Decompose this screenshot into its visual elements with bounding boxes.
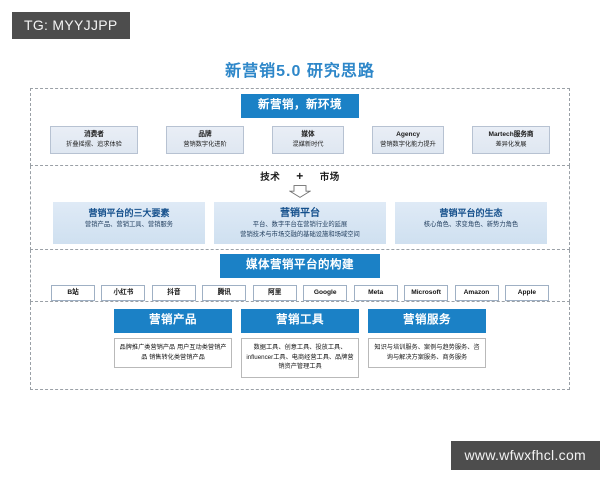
bottom-watermark-url: www.wfwxfhcl.com bbox=[450, 441, 600, 470]
chip-xiaohongshu[interactable]: 小红书 bbox=[101, 285, 146, 301]
panel-right-sub1: 核心角色、求变角色、新势力角色 bbox=[423, 221, 519, 228]
chip-tencent[interactable]: 腾讯 bbox=[202, 285, 247, 301]
band4-detail-row: 品牌推广类营销产品 用户互动类营销产品 销售转化类营销产品 数据工具、创意工具、… bbox=[31, 338, 569, 378]
panel-left-title: 营销平台的三大要素 bbox=[88, 208, 170, 218]
card-consumer-title: 消费者 bbox=[84, 131, 104, 138]
card-consumer: 消费者 折叠摇摆、追求体验 bbox=[50, 126, 138, 154]
band-products-tools-services: 营销产品 营销工具 营销服务 品牌推广类营销产品 用户互动类营销产品 销售转化类… bbox=[30, 302, 570, 390]
chip-google[interactable]: Google bbox=[303, 285, 348, 301]
card-martech-sub: 差异化发展 bbox=[495, 140, 527, 148]
band4-header-products: 营销产品 bbox=[114, 309, 232, 333]
band-marketing-platform: 技术 + 市场 营销平台的三大要素 营销产品、营销工具、营销服务 营销平台 平台、数… bbox=[30, 166, 570, 250]
chip-amazon[interactable]: Amazon bbox=[454, 285, 499, 301]
band1-card-row: 消费者 折叠摇摆、追求体验 品牌 营销数字化进阶 媒体 混媒新时代 Agency… bbox=[31, 126, 569, 154]
market-label: 市场 bbox=[319, 172, 340, 183]
band3-header: 媒体营销平台的构建 bbox=[220, 254, 380, 278]
platform-chip-row: B站 小红书 抖音 腾讯 阿里 Google Meta Microsoft Am… bbox=[31, 285, 569, 301]
chip-douyin[interactable]: 抖音 bbox=[151, 285, 196, 301]
platform-panel-row: 营销平台的三大要素 营销产品、营销工具、营销服务 营销平台 平台、数字平台在营销… bbox=[31, 202, 569, 244]
page-title: 新营销5.0 研究思路 bbox=[225, 63, 375, 80]
chip-apple[interactable]: Apple bbox=[504, 285, 549, 301]
card-brand-sub: 营销数字化进阶 bbox=[183, 140, 227, 148]
down-arrow-outline-icon bbox=[288, 185, 312, 198]
panel-platform-ecosystem: 营销平台的生态 核心角色、求变角色、新势力角色 bbox=[395, 202, 547, 244]
detail-tools: 数据工具、创意工具、投放工具、influencer工具、电商经营工具、品牌营销资… bbox=[241, 338, 359, 378]
card-agency-sub: 营销数字化能力提升 bbox=[380, 140, 436, 148]
card-media-sub: 混媒新时代 bbox=[292, 140, 324, 148]
panel-marketing-platform: 营销平台 平台、数字平台在营销行业的延展 营销技术与市场交融的基础设施和场域空间 bbox=[214, 202, 386, 244]
panel-center-title: 营销平台 bbox=[280, 208, 320, 219]
detail-services: 知识与培训服务、案例与趋势服务、咨询与解决方案服务、商务服务 bbox=[368, 338, 486, 369]
plus-sign: + bbox=[296, 169, 304, 183]
chip-meta[interactable]: Meta bbox=[353, 285, 398, 301]
panel-left-sub1: 营销产品、营销工具、营销服务 bbox=[84, 221, 174, 228]
card-consumer-sub: 折叠摇摆、追求体验 bbox=[66, 140, 122, 148]
band4-header-tools: 营销工具 bbox=[241, 309, 359, 333]
band4-header-row: 营销产品 营销工具 营销服务 bbox=[31, 309, 569, 333]
card-martech: Martech服务商 差异化发展 bbox=[472, 126, 550, 154]
panel-center-sub2: 营销技术与市场交融的基础设施和场域空间 bbox=[240, 230, 360, 238]
tech-label: 技术 bbox=[260, 172, 281, 183]
chip-alibaba[interactable]: 阿里 bbox=[252, 285, 297, 301]
card-brand: 品牌 营销数字化进阶 bbox=[166, 126, 244, 154]
slide-canvas: 新营销5.0 研究思路 新营销，新环境 消费者 折叠摇摆、追求体验 品牌 营销数… bbox=[30, 62, 570, 422]
band-new-marketing-environment: 新营销，新环境 消费者 折叠摇摆、追求体验 品牌 营销数字化进阶 媒体 混媒新时… bbox=[30, 88, 570, 166]
panel-center-sub1: 平台、数字平台在营销行业的延展 bbox=[252, 221, 348, 228]
top-watermark-tag: TG: MYYJJPP bbox=[12, 12, 130, 39]
card-media: 媒体 混媒新时代 bbox=[272, 126, 344, 154]
chip-bilibili[interactable]: B站 bbox=[51, 285, 95, 301]
panel-platform-three-elements: 营销平台的三大要素 营销产品、营销工具、营销服务 bbox=[53, 202, 205, 244]
chip-microsoft[interactable]: Microsoft bbox=[404, 285, 449, 301]
band-media-platform-construction: 媒体营销平台的构建 B站 小红书 抖音 腾讯 阿里 Google Meta Mi… bbox=[30, 250, 570, 302]
card-agency-title: Agency bbox=[396, 131, 420, 138]
tech-plus-market-line: 技术 + 市场 bbox=[31, 170, 569, 184]
down-arrow-container bbox=[31, 185, 569, 198]
card-media-title: 媒体 bbox=[301, 131, 315, 138]
card-brand-title: 品牌 bbox=[198, 131, 212, 138]
band4-header-services: 营销服务 bbox=[368, 309, 486, 333]
card-martech-title: Martech服务商 bbox=[488, 131, 534, 138]
band1-header: 新营销，新环境 bbox=[241, 94, 359, 118]
card-agency: Agency 营销数字化能力提升 bbox=[372, 126, 444, 154]
detail-products: 品牌推广类营销产品 用户互动类营销产品 销售转化类营销产品 bbox=[114, 338, 232, 369]
panel-right-title: 营销平台的生态 bbox=[439, 208, 503, 218]
